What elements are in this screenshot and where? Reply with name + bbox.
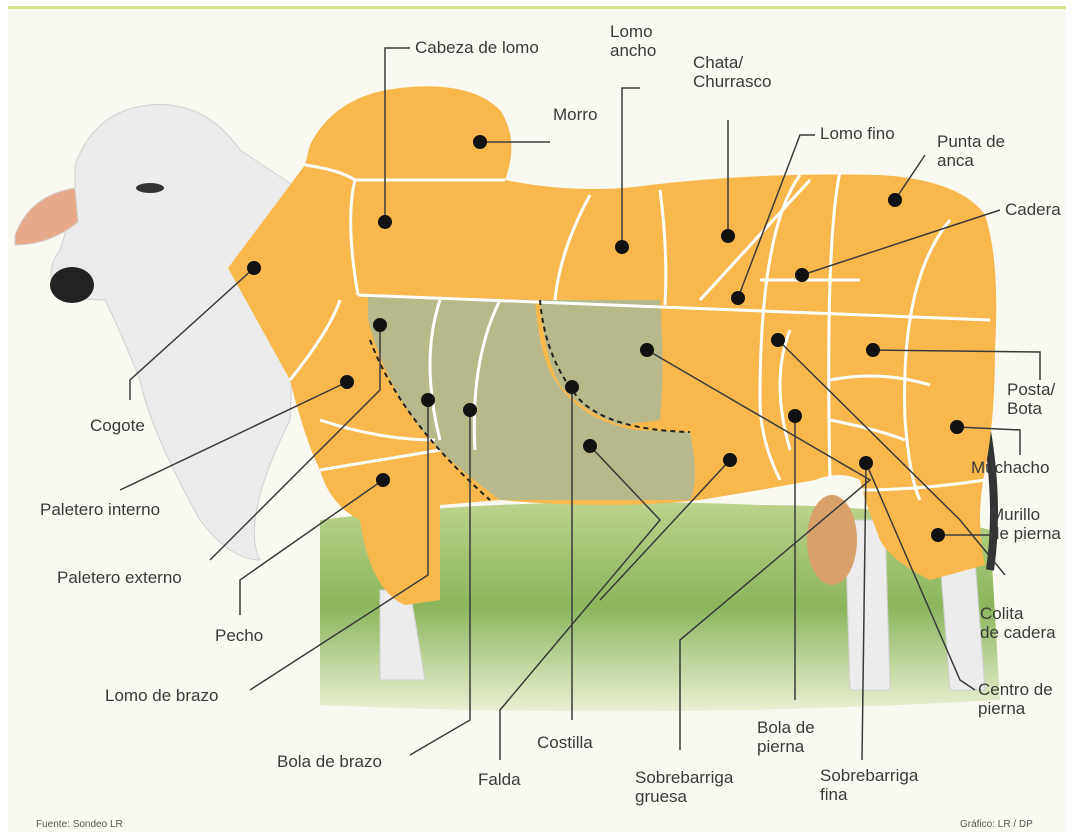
dot-cogote: [247, 261, 261, 275]
label-paletero-externo: Paletero externo: [57, 568, 182, 587]
dot-centro: [859, 456, 873, 470]
label-sobrebarriga-gruesa: Sobrebarriga gruesa: [635, 768, 733, 806]
dot-sobrebarriga-gruesa-2: [723, 453, 737, 467]
label-cabeza-de-lomo: Cabeza de lomo: [415, 38, 539, 57]
dot-posta: [866, 343, 880, 357]
label-paletero-interno: Paletero interno: [40, 500, 160, 519]
cow-head: [51, 105, 300, 560]
dot-pecho: [376, 473, 390, 487]
dot-paletero-interno: [340, 375, 354, 389]
dot-punta-de-anca: [888, 193, 902, 207]
source-note: Fuente: Sondeo LR: [36, 819, 123, 830]
label-centro-de-pierna: Centro de pierna: [978, 680, 1053, 718]
label-morro: Morro: [553, 105, 597, 124]
label-falda: Falda: [478, 770, 521, 789]
dot-lomo-fino: [731, 291, 745, 305]
label-murillo-de-pierna: Murillo de pierna: [990, 505, 1061, 543]
dot-chata: [721, 229, 735, 243]
cow-udder: [807, 495, 857, 585]
dot-costilla: [565, 380, 579, 394]
dot-lomo-de-brazo: [421, 393, 435, 407]
dot-cabeza-de-lomo: [378, 215, 392, 229]
credit-note: Gráfico: LR / DP: [960, 819, 1033, 830]
dot-cadera: [795, 268, 809, 282]
label-cadera: Cadera: [1005, 200, 1061, 219]
label-posta-bota: Posta/ Bota: [1007, 380, 1055, 418]
dot-falda: [583, 439, 597, 453]
cow-nose: [50, 267, 94, 303]
label-lomo-ancho: Lomo ancho: [610, 22, 656, 60]
label-lomo-de-brazo: Lomo de brazo: [105, 686, 218, 705]
dot-murillo: [931, 528, 945, 542]
label-bola-de-brazo: Bola de brazo: [277, 752, 382, 771]
dot-colita: [771, 333, 785, 347]
dot-morro: [473, 135, 487, 149]
label-cogote: Cogote: [90, 416, 145, 435]
label-pecho: Pecho: [215, 626, 263, 645]
label-bola-de-pierna: Bola de pierna: [757, 718, 815, 756]
label-lomo-fino: Lomo fino: [820, 124, 895, 143]
label-sobrebarriga-fina: Sobrebarriga fina: [820, 766, 918, 804]
cow-eye: [136, 183, 164, 193]
label-punta-de-anca: Punta de anca: [937, 132, 1005, 170]
dot-bola-de-pierna: [788, 409, 802, 423]
label-muchacho: Muchacho: [971, 458, 1049, 477]
label-chata-churrasco: Chata/ Churrasco: [693, 53, 771, 91]
dot-paletero-externo: [373, 318, 387, 332]
label-colita-de-cadera: Colita de cadera: [980, 604, 1056, 642]
dot-bola-de-brazo: [463, 403, 477, 417]
dot-muchacho: [950, 420, 964, 434]
dot-lomo-ancho: [615, 240, 629, 254]
label-costilla: Costilla: [537, 733, 593, 752]
dot-sobrebarriga-gruesa: [640, 343, 654, 357]
